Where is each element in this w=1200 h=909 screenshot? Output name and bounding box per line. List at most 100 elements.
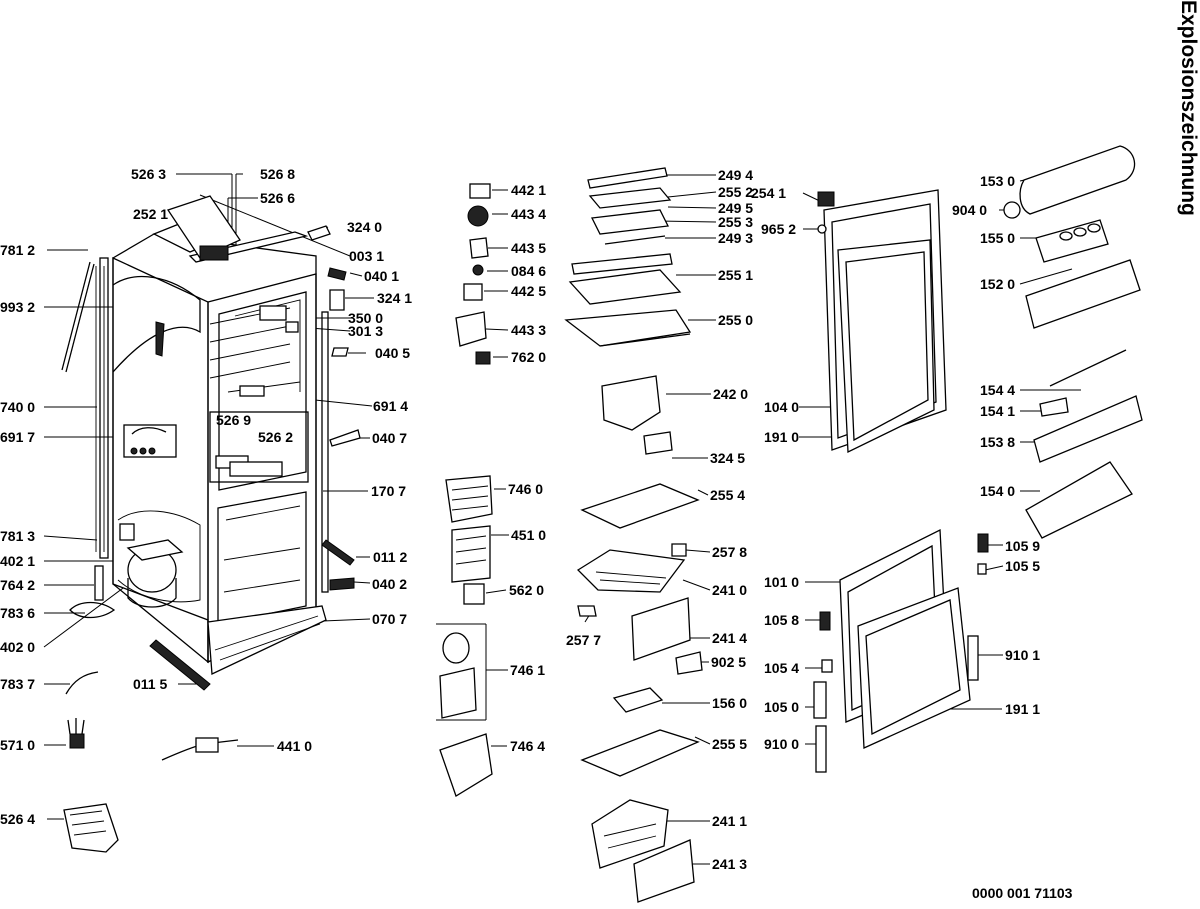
fridge-door [817,145,1143,539]
label-2495: 249 5 [718,200,754,216]
compressor-bay [117,510,201,603]
label-9101: 910 1 [1005,647,1041,663]
label-7620: 762 0 [511,349,547,365]
label-1544: 154 4 [980,382,1016,398]
label-1059: 105 9 [1005,538,1041,554]
label-7460: 746 0 [508,481,544,497]
part-7813 [119,523,135,541]
label-1530: 153 0 [980,173,1016,189]
label-0115: 011 5 [133,676,168,692]
freezer-door [813,528,989,773]
label-2550: 255 0 [718,312,754,328]
part-0407 [329,429,361,447]
thermostat-5262 [229,461,283,477]
part-2577 [577,605,597,617]
part-3013 [285,321,299,333]
tube-9932 [155,321,165,357]
label-5264: 526 4 [0,811,36,827]
part-5264 [63,803,119,853]
label-5620: 562 0 [509,582,545,598]
label-1520: 152 0 [980,276,1016,292]
label-0401: 040 1 [364,268,400,284]
part-0846 [472,264,484,276]
label-0112: 011 2 [373,549,408,565]
part-4510 [451,525,491,583]
label-2552: 255 2 [718,184,754,200]
label-4020: 402 0 [0,639,36,655]
label-4425: 442 5 [511,283,547,299]
part-7464 [439,733,493,797]
part-4410 [195,737,219,753]
part-4421 [469,183,491,199]
label-0405: 040 5 [375,345,411,361]
label-1550: 155 0 [980,230,1016,246]
part-1544 [1049,349,1127,387]
part-1540 [1025,461,1133,539]
part-0402 [329,577,355,591]
label-7461: 746 1 [510,662,546,678]
label-2420: 242 0 [713,386,749,402]
part-2410 [576,549,686,593]
label-5266: 526 6 [260,190,296,206]
part-2420 [601,375,661,431]
part-1050 [813,681,827,719]
label-2494: 249 4 [718,167,754,183]
label-4021: 402 1 [0,553,36,569]
part-9652 [817,224,827,234]
part-5710 [69,733,85,749]
cabinet-inner-curve [112,275,201,373]
label-2414: 241 4 [712,630,748,646]
label-1050: 105 0 [764,699,800,715]
label-2541: 254 1 [751,185,787,201]
label-3245: 324 5 [710,450,746,466]
label-1540: 154 0 [980,483,1016,499]
document-number: 0000 001 71103 [972,885,1073,901]
freezer-compartment [217,491,307,625]
label-5710: 571 0 [0,737,36,753]
label-4510: 451 0 [511,527,547,543]
label-1058: 105 8 [764,612,800,628]
part-4425 [463,283,483,301]
label-0031: 003 1 [349,248,385,264]
label-2551: 255 1 [718,267,754,283]
label-4433: 443 3 [511,322,547,338]
part-1530 [1019,145,1136,215]
label-1910: 191 0 [764,429,800,445]
part-7642 [94,565,104,601]
part-1059 [977,533,989,553]
part-0112 [321,539,355,566]
label-5269: 526 9 [216,412,252,428]
part-3240 [307,225,331,241]
side-bracket [321,311,329,593]
label-2577: 257 7 [566,632,602,648]
label-4410: 441 0 [277,738,313,754]
label-9100: 910 0 [764,736,800,752]
part-2555 [580,729,700,777]
part-3500 [259,305,287,321]
fan-parts [439,183,493,797]
label-1560: 156 0 [712,695,748,711]
part-1538 [1033,395,1143,463]
label-1911: 191 1 [1005,701,1041,717]
label-1707: 170 7 [371,483,407,499]
part-0405 [331,347,349,357]
part-1520 [1025,259,1141,329]
part-2414 [631,597,691,661]
part-2411 [591,799,669,869]
gasket-1910 [837,239,935,454]
part-2578 [671,543,687,557]
label-1010: 101 0 [764,574,800,590]
part-7620 [475,351,491,365]
part-4433 [455,311,487,347]
part-1054 [821,659,833,673]
label-7813: 781 3 [0,528,36,544]
part-1058 [819,611,831,631]
part-9101 [967,635,979,681]
label-0846: 084 6 [511,263,547,279]
label-9025: 902 5 [711,654,747,670]
label-9932: 993 2 [0,299,36,315]
part-7836 [69,601,116,619]
part-2550 [564,309,692,347]
